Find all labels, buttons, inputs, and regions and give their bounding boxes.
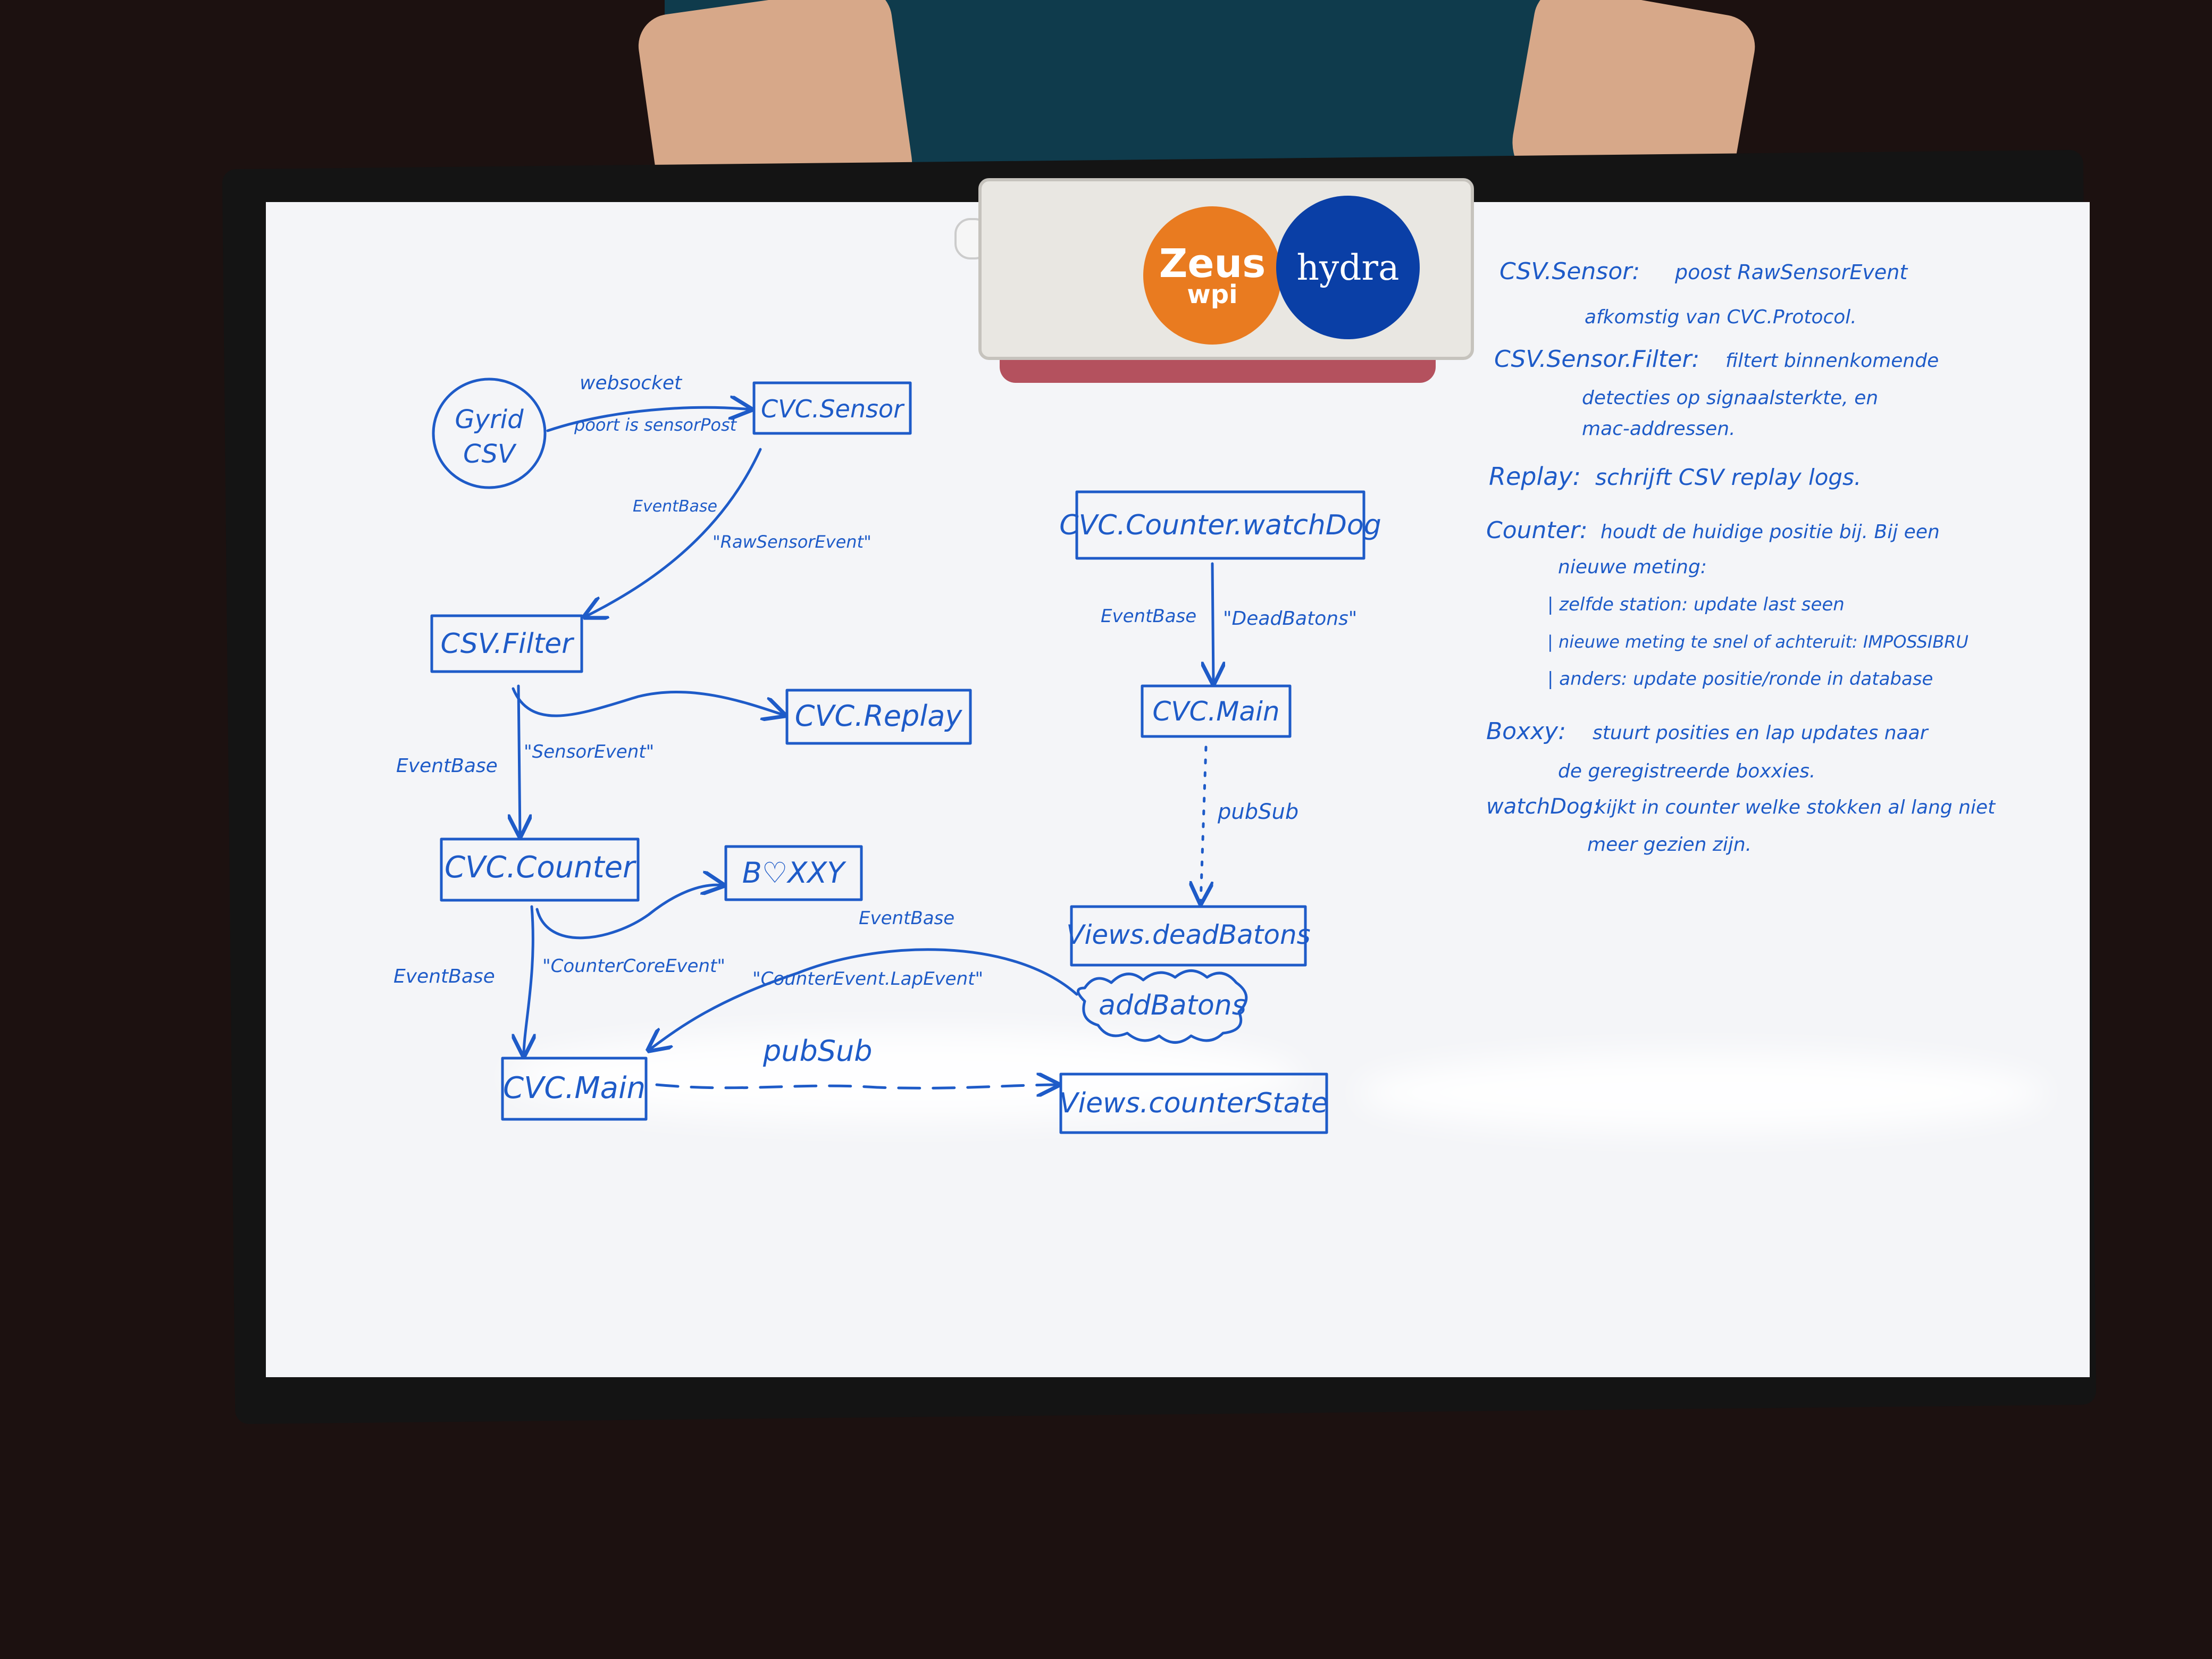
label-websocket: websocket bbox=[580, 372, 683, 394]
node-cvc-main-right-label: CVC.Main bbox=[1152, 696, 1279, 727]
note-boxxy-line-2: de geregistreerde boxxies. bbox=[1558, 760, 1815, 782]
node-cvc-counter-label: CVC.Counter bbox=[445, 850, 636, 885]
edge-addbatons-to-main bbox=[649, 948, 1078, 1050]
zeus-logo-sub: wpi bbox=[1187, 280, 1238, 309]
note-filter-term: CSV.Sensor.Filter: bbox=[1494, 346, 1699, 373]
note-watchdog: watchDog: kijkt in counter welke stokken… bbox=[1486, 794, 1996, 856]
label-pubsub-right: pubSub bbox=[1217, 800, 1298, 824]
node-views-counter-state-label: Views.counterState bbox=[1059, 1087, 1328, 1119]
note-sensor-line-1: poost RawSensorEvent bbox=[1674, 261, 1908, 284]
note-replay-line-1: schrijft CSV replay logs. bbox=[1595, 464, 1861, 490]
node-cvc-main-left-label: CVC.Main bbox=[503, 1071, 646, 1105]
note-watchdog-term: watchDog: bbox=[1486, 794, 1600, 819]
note-boxxy-line-1: stuurt posities en lap updates naar bbox=[1593, 722, 1929, 744]
note-counter-term: Counter: bbox=[1486, 517, 1588, 544]
node-gyrid-csv-line1: Gyrid bbox=[455, 405, 524, 434]
edge-filter-to-replay bbox=[512, 687, 784, 716]
note-sensor: CSV.Sensor: poost RawSensorEvent afkomst… bbox=[1499, 258, 1908, 328]
node-add-batons bbox=[1077, 969, 1248, 1044]
note-counter-line-3: | zelfde station: update last seen bbox=[1547, 594, 1845, 615]
node-cvc-sensor-label: CVC.Sensor bbox=[761, 395, 905, 423]
note-sensor-term: CSV.Sensor: bbox=[1499, 258, 1640, 285]
label-raw-sensor-event: "RawSensorEvent" bbox=[713, 532, 872, 552]
edge-filter-to-counter bbox=[518, 684, 520, 836]
node-views-counter-state bbox=[1059, 1073, 1328, 1134]
label-counter-event-lap-event: "CounterEvent.LapEvent" bbox=[752, 968, 983, 990]
note-counter-line-1: houdt de huidige positie bij. Bij een bbox=[1601, 521, 1940, 543]
node-gyrid-csv-line2: CSV bbox=[463, 439, 517, 469]
node-add-batons-label: addBatons bbox=[1099, 990, 1246, 1021]
node-csv-filter bbox=[430, 614, 583, 673]
label-counter-core-event: "CounterCoreEvent" bbox=[542, 956, 725, 977]
note-replay-term: Replay: bbox=[1489, 462, 1581, 491]
note-filter-line-1: filtert binnenkomende bbox=[1725, 350, 1939, 372]
edge-counter-to-main bbox=[524, 905, 533, 1055]
node-views-dead-batons-label: Views.deadBatons bbox=[1066, 919, 1310, 950]
note-filter: CSV.Sensor.Filter: filtert binnenkomende… bbox=[1494, 346, 1939, 440]
node-cvc-main-left bbox=[501, 1057, 648, 1121]
edge-main-to-counterstate bbox=[655, 1085, 1058, 1088]
note-counter-line-2: nieuwe meting: bbox=[1558, 556, 1707, 578]
node-csv-filter-label: CSV.Filter bbox=[441, 628, 575, 660]
edge-gyrid-to-sensor bbox=[546, 407, 751, 432]
label-eventbase-2: EventBase bbox=[396, 755, 498, 777]
node-views-dead-batons bbox=[1070, 905, 1307, 967]
note-watchdog-line-2: meer gezien zijn. bbox=[1587, 834, 1752, 856]
note-filter-line-3: mac-addressen. bbox=[1582, 418, 1736, 440]
label-eventbase-1: EventBase bbox=[633, 497, 717, 516]
node-cvc-counter-watchdog bbox=[1075, 490, 1365, 560]
node-cvc-counter bbox=[440, 837, 640, 902]
note-boxxy-term: Boxxy: bbox=[1486, 718, 1566, 745]
node-cvc-replay-label: CVC.Replay bbox=[795, 699, 963, 733]
note-watchdog-line-1: kijkt in counter welke stokken al lang n… bbox=[1595, 797, 1996, 818]
zeus-wpi-logo: Zeus wpi bbox=[1143, 206, 1281, 345]
zeus-logo-main: Zeus bbox=[1159, 241, 1266, 287]
label-dead-batons: "DeadBatons" bbox=[1223, 608, 1357, 630]
note-boxxy: Boxxy: stuurt posities en lap updates na… bbox=[1486, 718, 1929, 782]
note-counter: Counter: houdt de huidige positie bij. B… bbox=[1486, 517, 1968, 690]
label-pubsub-left: pubSub bbox=[763, 1034, 873, 1068]
note-replay: Replay: schrijft CSV replay logs. bbox=[1489, 462, 1861, 491]
label-eventbase-5: EventBase bbox=[1101, 606, 1196, 627]
node-cvc-counter-watchdog-label: CVC.Counter.watchDog bbox=[1059, 509, 1381, 541]
label-eventbase-3: EventBase bbox=[393, 966, 495, 987]
node-gyrid-csv bbox=[432, 378, 547, 489]
node-boxxy-label: B♡XXY bbox=[742, 856, 847, 890]
edge-watchdog-to-main bbox=[1212, 562, 1213, 683]
edge-main-to-deadbatons bbox=[1201, 745, 1206, 903]
note-counter-line-4: | nieuwe meting te snel of achteruit: IM… bbox=[1547, 632, 1968, 652]
edge-counter-to-boxxy bbox=[535, 885, 723, 940]
node-cvc-main-right bbox=[1141, 684, 1292, 738]
edge-sensor-to-filter bbox=[585, 448, 762, 617]
label-eventbase-4: EventBase bbox=[859, 908, 954, 929]
note-counter-line-5: | anders: update positie/ronde in databa… bbox=[1547, 668, 1933, 690]
label-sensor-event: "SensorEvent" bbox=[524, 741, 654, 763]
note-filter-line-2: detecties op signaalsterkte, en bbox=[1582, 387, 1878, 409]
hydra-logo: hydra bbox=[1276, 196, 1420, 339]
label-poort-is-sensorpost: poort is sensorPost bbox=[574, 415, 738, 435]
note-sensor-line-2: afkomstig van CVC.Protocol. bbox=[1585, 306, 1857, 328]
whiteboard bbox=[266, 202, 2090, 1377]
hydra-logo-text: hydra bbox=[1296, 247, 1400, 288]
